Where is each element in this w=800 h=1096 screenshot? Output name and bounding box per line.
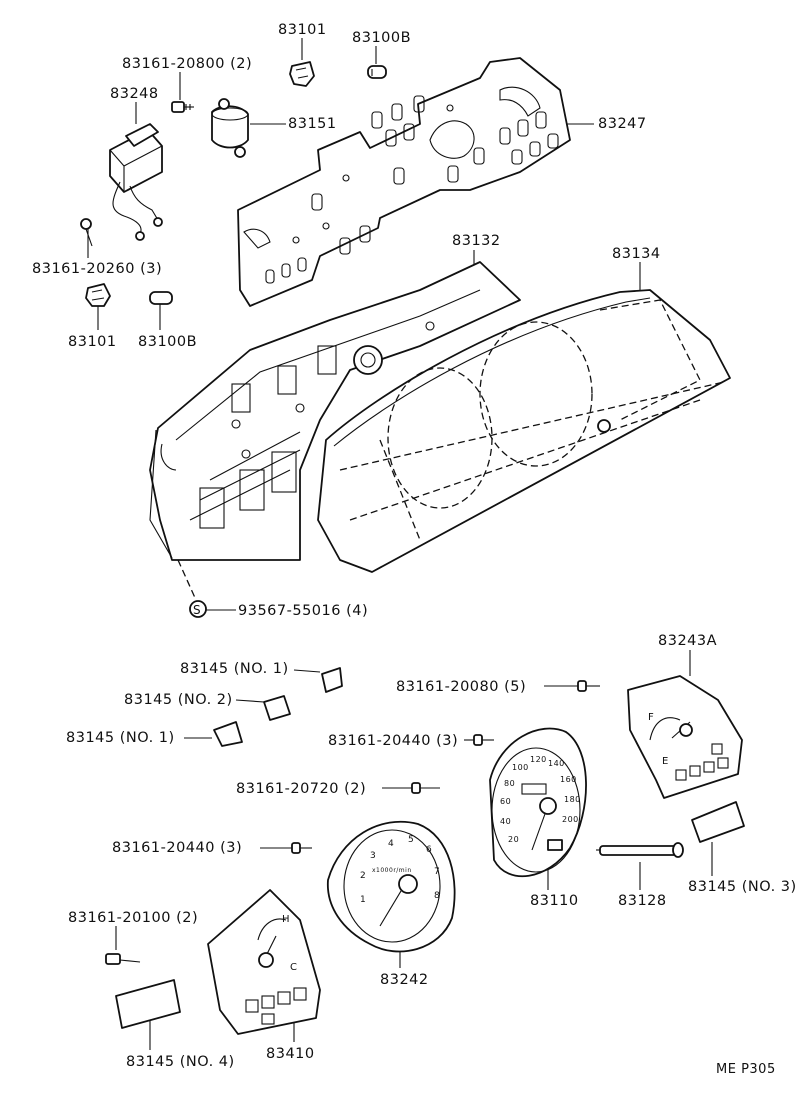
tachometer-number: 5 (408, 835, 414, 845)
part-label: 83410 (266, 1046, 315, 1062)
speedometer-number: 120 (530, 755, 547, 764)
speedometer: 20 40 60 80 100 120 140 160 180 200 (489, 727, 587, 878)
speedometer-number: 200 (562, 815, 579, 824)
screw-left (80, 218, 93, 247)
screw-20100 (105, 953, 141, 965)
screw-20720 (411, 782, 440, 794)
printed-circuit-connector (109, 123, 163, 241)
part-label: 83134 (612, 246, 661, 262)
screw-symbol: S (193, 603, 201, 617)
speedometer-number: 140 (548, 759, 565, 768)
screw-top (171, 101, 194, 113)
tachometer-number: 6 (426, 845, 432, 855)
case-screw: S (177, 559, 207, 618)
part-label: 83248 (110, 86, 159, 102)
page-code: ME P305 (716, 1062, 776, 1077)
part-label: 83151 (288, 116, 337, 132)
part-label: 83161-20080 (5) (396, 679, 526, 695)
tachometer: 1 2 3 4 5 6 7 8 x1000r/min (327, 820, 456, 953)
part-label: 83161-20260 (3) (32, 261, 162, 277)
part-label: 83110 (530, 893, 579, 909)
plate-83145-no3 (691, 801, 745, 843)
tachometer-number: 3 (370, 851, 376, 861)
bulb-socket-bottom (85, 283, 111, 307)
plate-83145-no1-a (321, 667, 343, 693)
temp-gauge-mark: C (290, 962, 297, 973)
speedometer-number: 40 (500, 817, 511, 826)
tachometer-unit: x1000r/min (372, 867, 412, 874)
part-label: 83101 (68, 334, 117, 350)
part-label: 83128 (618, 893, 667, 909)
fuel-gauge-mark: E (662, 756, 669, 767)
part-label: 93567-55016 (4) (238, 603, 368, 619)
part-labels: 83101 83100B 83161-20800 (2) 83248 83151… (32, 22, 797, 1077)
part-label: 83247 (598, 116, 647, 132)
fuel-temp-gauge: F E (627, 675, 743, 799)
part-label: 83145 (NO. 4) (126, 1054, 235, 1070)
speedometer-number: 180 (564, 795, 581, 804)
part-label: 83100B (352, 30, 411, 46)
part-label: 83161-20440 (3) (328, 733, 458, 749)
speedometer-number: 100 (512, 763, 529, 772)
part-label: 83145 (NO. 2) (124, 692, 233, 708)
screw-20440-b (291, 842, 312, 854)
tachometer-number: 1 (360, 895, 366, 905)
meter-case (149, 261, 521, 561)
meter-lens (317, 289, 731, 573)
screw-20440-a (473, 734, 494, 746)
tachometer-number: 4 (388, 839, 394, 849)
part-label: 83100B (138, 334, 197, 350)
part-label: 83243A (658, 633, 717, 649)
temp-gauge-mark: H (282, 914, 290, 925)
part-label: 83145 (NO. 1) (66, 730, 175, 746)
speedometer-number: 80 (504, 779, 515, 788)
screw-20080 (577, 680, 600, 692)
part-label: 83161-20440 (3) (112, 840, 242, 856)
part-label: 83145 (NO. 1) (180, 661, 289, 677)
bulb-socket-top (289, 61, 315, 87)
part-label: 83161-20800 (2) (122, 56, 252, 72)
bulb-bottom (149, 291, 173, 305)
tachometer-number: 8 (434, 891, 440, 901)
plate-83145-no2 (263, 695, 291, 721)
part-label: 83161-20100 (2) (68, 910, 198, 926)
printed-circuit-board (237, 57, 571, 307)
plate-83145-no4 (115, 979, 181, 1029)
speedometer-number: 160 (560, 775, 577, 784)
part-label: 83161-20720 (2) (236, 781, 366, 797)
speedometer-number: 20 (508, 835, 519, 844)
lamp-holder (211, 98, 249, 158)
tachometer-number: 2 (360, 871, 366, 881)
tachometer-number: 7 (434, 867, 440, 877)
part-label: 83132 (452, 233, 501, 249)
fuel-gauge-mark: F (648, 712, 654, 723)
speedometer-cable (596, 842, 684, 858)
plate-83145-no1-b (213, 721, 243, 747)
bulb-top (367, 65, 387, 79)
part-label: 83101 (278, 22, 327, 38)
part-label: 83242 (380, 972, 429, 988)
speedometer-number: 60 (500, 797, 511, 806)
temp-gauge: H C (207, 889, 321, 1035)
part-label: 83145 (NO. 3) (688, 879, 797, 895)
